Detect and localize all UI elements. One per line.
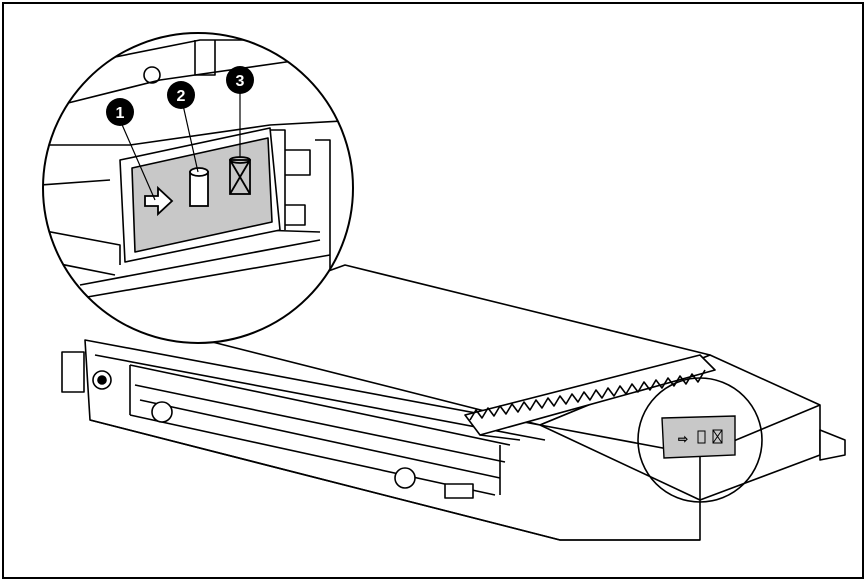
leader-2	[182, 104, 199, 173]
screw-right	[394, 467, 416, 489]
figure-border	[2, 2, 864, 579]
callout-2-label: 2	[177, 88, 186, 105]
rail-top	[94, 354, 546, 441]
front-clip	[444, 483, 474, 499]
small-led-panel: ⇨	[661, 415, 736, 459]
carrier-front-lower-edge	[89, 419, 700, 541]
handle-vent-teeth	[469, 369, 706, 421]
callout-leaders	[119, 93, 241, 201]
rail-groove-2	[134, 384, 506, 463]
small-fault-icon	[712, 429, 723, 444]
magnified-circle-outline	[42, 32, 354, 344]
rail-groove-3	[139, 399, 501, 479]
callout-3-badge	[226, 66, 254, 94]
drive-carrier	[61, 264, 846, 541]
latch-knob-center	[97, 375, 107, 385]
callout-1: 1	[106, 98, 134, 126]
handle-lower-edge	[479, 434, 521, 441]
callout-2-badge	[167, 81, 195, 109]
callout-3: 3	[226, 66, 254, 94]
leader-1	[119, 119, 156, 201]
callout-2: 2	[167, 81, 195, 109]
small-arrow-icon: ⇨	[678, 432, 688, 446]
carrier-right-tab	[819, 429, 846, 461]
callout-3-label: 3	[236, 73, 245, 90]
fault-drive-icon	[229, 156, 251, 195]
handle-bar	[464, 354, 716, 436]
small-online-icon	[697, 430, 706, 444]
online-drive-icon	[189, 167, 209, 207]
screw-left	[151, 401, 173, 423]
callout-1-badge	[106, 98, 134, 126]
detail-highlight-circle	[637, 377, 763, 503]
callout-1-label: 1	[116, 105, 125, 122]
rail-groove-4	[129, 414, 496, 496]
activity-arrow-icon	[144, 185, 174, 217]
left-latch	[61, 351, 85, 393]
rail-groove-1	[129, 364, 511, 446]
led-icons	[144, 156, 251, 217]
